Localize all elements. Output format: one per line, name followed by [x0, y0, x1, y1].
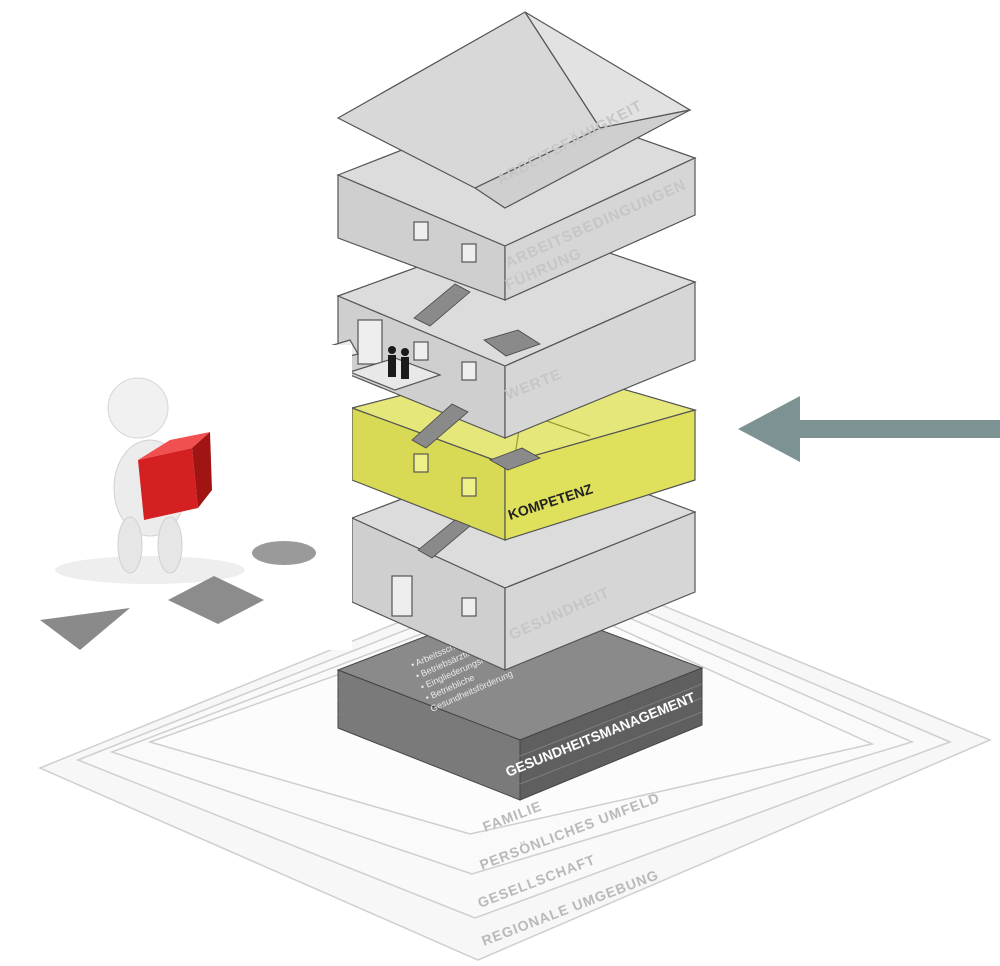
foundation-brick-lines — [337, 683, 703, 785]
floor-gesundheit-front — [504, 511, 696, 671]
figure-inset — [0, 345, 352, 650]
floor-werte-window-1 — [413, 341, 429, 361]
figure-right-leg — [157, 516, 183, 574]
arrow-head — [738, 396, 800, 462]
figure-shadow — [55, 556, 245, 584]
stair-1 — [417, 519, 471, 559]
red-cube-side — [192, 432, 212, 508]
square-shape-hole — [168, 576, 264, 624]
floor-gesundheit-door — [391, 575, 413, 617]
floor-4-window-2 — [461, 243, 477, 263]
floor-gesundheit-window — [461, 597, 477, 617]
stair-3 — [413, 283, 471, 327]
arrow-shaft — [798, 420, 1000, 438]
circle-shape-hole — [252, 541, 316, 565]
stair-opening-2 — [483, 329, 541, 357]
people-figures — [388, 346, 409, 379]
figure-head — [107, 377, 169, 439]
stair-opening-1 — [489, 447, 541, 471]
highlight-arrow — [738, 396, 1000, 462]
floor-werte-front — [504, 281, 696, 439]
floor-werte-door — [357, 319, 383, 365]
triangle-shape-hole — [40, 608, 130, 650]
red-cube-top — [138, 432, 210, 460]
roof — [336, 11, 692, 209]
floor-werte-window-2 — [461, 361, 477, 381]
floor-arbeitsbedingungen-front — [504, 157, 696, 301]
floor-4-window-1 — [413, 221, 429, 241]
stair-2 — [411, 403, 469, 449]
red-cube-front — [138, 448, 198, 520]
floor-kompetenz-window-1 — [413, 453, 429, 473]
floor-kompetenz-front — [504, 409, 696, 541]
floor-kompetenz-window-2 — [461, 477, 477, 497]
roof-front-slope — [473, 109, 691, 209]
figure-left-leg — [117, 516, 143, 574]
